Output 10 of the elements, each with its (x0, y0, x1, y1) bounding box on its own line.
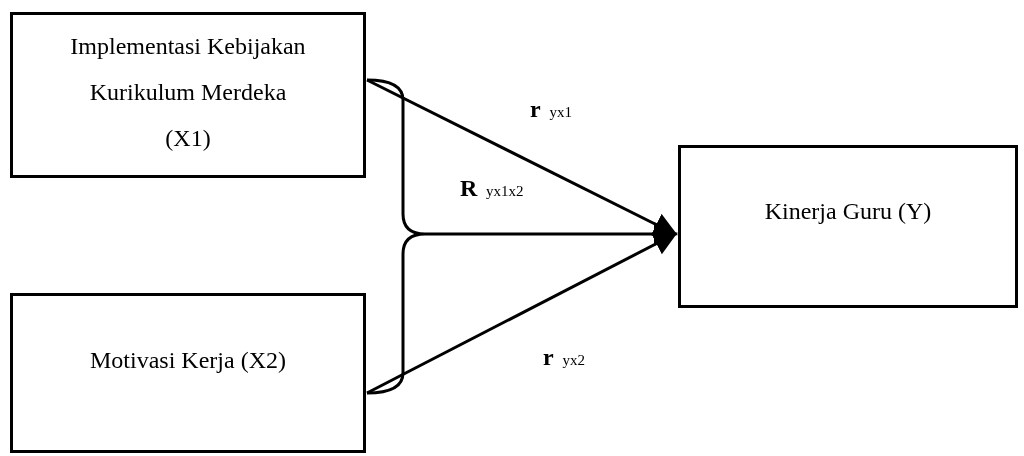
process-box (678, 145, 1018, 308)
box-label: Kinerja Guru (Y) (764, 197, 932, 226)
arrow (365, 78, 678, 395)
process-box (10, 12, 366, 178)
edge-label: r yx2 (543, 344, 585, 371)
box-label: Implementasi Kebijakan Kurikulum Merdeka (X1) (69, 32, 307, 153)
edge-label: R yx1x2 (460, 175, 524, 202)
process-box (10, 293, 366, 453)
edge-label: r yx1 (530, 96, 572, 123)
box-label: Motivasi Kerja (X2) (90, 346, 286, 375)
